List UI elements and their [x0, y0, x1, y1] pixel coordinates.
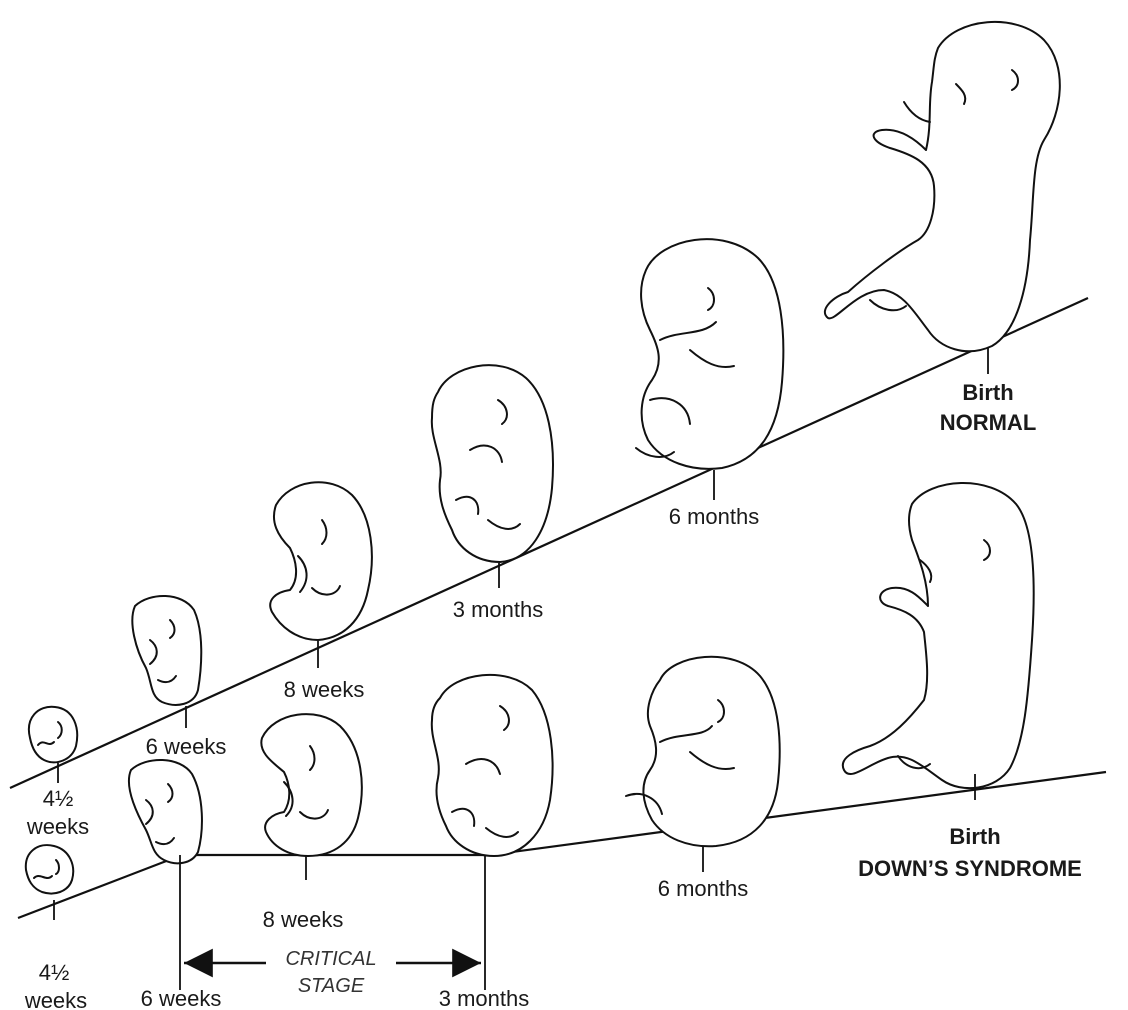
downs-label-birth: Birth	[949, 824, 1000, 849]
normal-label-birth: Birth	[962, 380, 1013, 405]
critical-stage-line2: STAGE	[298, 975, 365, 997]
downs-label-8-weeks: 8 weeks	[263, 907, 344, 932]
downs-label-3-months: 3 months	[439, 986, 530, 1010]
fetus-normal-6-months	[636, 239, 783, 469]
normal-label-4-5-weeks-num: 4½	[43, 786, 74, 811]
fetus-normal-3-months	[432, 365, 553, 562]
downs-label-6-months: 6 months	[658, 876, 749, 901]
fetus-normal-birth	[825, 22, 1060, 351]
fetus-normal-4-5-weeks	[29, 707, 77, 763]
normal-label-6-months: 6 months	[669, 504, 760, 529]
fetus-downs-4-5-weeks	[26, 845, 73, 893]
fetus-normal-8-weeks	[270, 482, 372, 640]
downs-label-4-5-weeks-num: 4½	[39, 960, 70, 985]
downs-label-4-5-weeks-unit: weeks	[24, 988, 87, 1010]
normal-label-8-weeks: 8 weeks	[284, 677, 365, 702]
fetus-downs-3-months	[432, 675, 553, 856]
fetus-downs-birth	[843, 483, 1034, 788]
normal-label-normal: NORMAL	[940, 410, 1037, 435]
downs-label-6-weeks: 6 weeks	[141, 986, 222, 1010]
normal-label-4-5-weeks-unit: weeks	[26, 814, 89, 839]
fetus-normal-6-weeks	[132, 596, 201, 705]
normal-label-3-months: 3 months	[453, 597, 544, 622]
downs-label-downs-syndrome: DOWN’S SYNDROME	[858, 856, 1082, 881]
fetus-downs-8-weeks	[261, 714, 361, 856]
fetus-downs-6-weeks	[129, 760, 202, 863]
normal-label-6-weeks: 6 weeks	[146, 734, 227, 759]
critical-stage-line1: CRITICAL	[285, 948, 376, 970]
fetus-downs-6-months	[626, 657, 780, 846]
